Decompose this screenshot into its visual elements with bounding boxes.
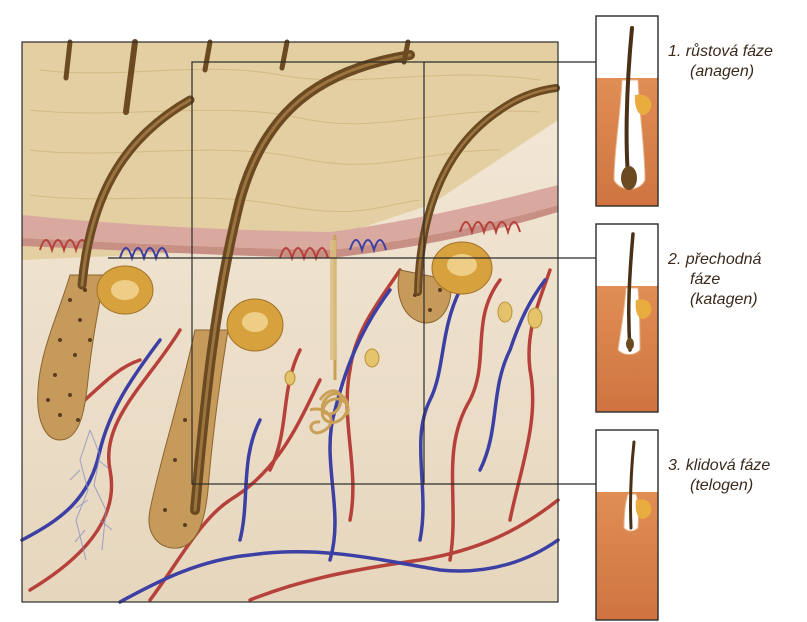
label-telogen: 3. klidová fáze (telogen) — [668, 456, 770, 496]
phase-panel-katagen — [596, 224, 658, 412]
label-katagen: 2. přechodná fáze (katagen) — [668, 250, 761, 310]
label-anagen: 1. růstová fáze (anagen) — [668, 42, 773, 82]
phase-panel-telogen — [596, 430, 658, 620]
phase-panel-anagen — [596, 16, 658, 206]
skin-cross-section — [22, 42, 558, 602]
